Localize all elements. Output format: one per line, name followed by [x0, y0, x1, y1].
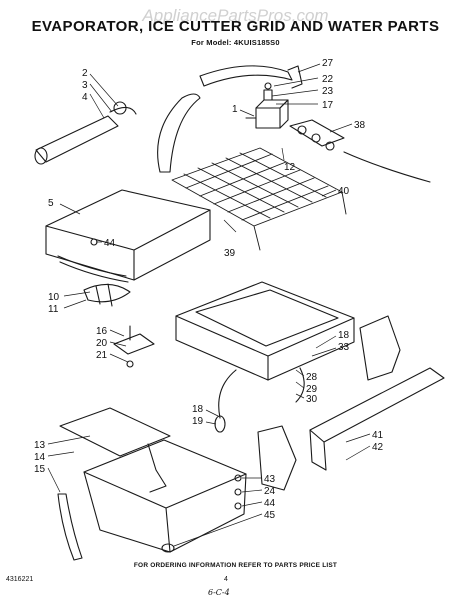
- valve-fitting-assembly: [289, 119, 431, 183]
- callout-19: 19: [192, 416, 204, 427]
- callout-16: 16: [96, 326, 108, 337]
- model-subtitle: For Model: 4KUIS185S0: [191, 38, 280, 47]
- page-number: 4: [224, 576, 228, 583]
- callout-24: 24: [264, 486, 276, 497]
- callout-15: 15: [34, 464, 46, 475]
- callout-10: 10: [48, 292, 60, 303]
- document-number: 4316221: [6, 576, 34, 583]
- callout-13: 13: [34, 440, 46, 451]
- mounting-bracket: [113, 325, 155, 368]
- screw-44b: [234, 502, 242, 510]
- callout-28: 28: [306, 372, 318, 383]
- callout-18b: 18: [192, 404, 204, 415]
- ordering-information-note: FOR ORDERING INFORMATION REFER TO PARTS …: [133, 562, 338, 569]
- cutter-grid: [171, 147, 347, 251]
- callout-39: 39: [224, 248, 236, 259]
- callout-21: 21: [96, 350, 108, 361]
- callout-40: 40: [338, 186, 350, 197]
- callout-23: 23: [322, 86, 334, 97]
- rear-panel: [359, 315, 401, 381]
- callout-27: 27: [322, 58, 334, 69]
- callout-20: 20: [96, 338, 108, 349]
- callout-30: 30: [306, 394, 318, 405]
- callout-43: 43: [264, 474, 276, 485]
- callout-14: 14: [34, 452, 46, 463]
- evaporator-plate: [45, 189, 211, 283]
- callout-4: 4: [82, 92, 88, 103]
- callout-38: 38: [354, 120, 366, 131]
- callout-44a: 44: [104, 238, 116, 249]
- callout-22: 22: [322, 74, 334, 85]
- handwritten-mark: 6-C-4: [208, 588, 230, 597]
- callout-3: 3: [82, 80, 88, 91]
- inlet-tube: [199, 65, 293, 87]
- screw-24: [234, 488, 242, 496]
- ice-mold-tube: [34, 101, 137, 165]
- callout-12: 12: [284, 162, 296, 173]
- callout-41: 41: [372, 430, 384, 441]
- heater-harness: [83, 283, 131, 307]
- leader-lines: [47, 63, 371, 547]
- callout-42: 42: [372, 442, 384, 453]
- callout-2: 2: [82, 68, 88, 79]
- callout-29: 29: [306, 384, 318, 395]
- callout-5: 5: [48, 198, 54, 209]
- callout-17: 17: [322, 100, 334, 111]
- diagram-title: EVAPORATOR, ICE CUTTER GRID AND WATER PA…: [31, 18, 440, 35]
- callout-44b: 44: [264, 498, 276, 509]
- callout-18a: 18: [338, 330, 350, 341]
- front-cover: [309, 367, 445, 471]
- side-gasket: [257, 425, 297, 491]
- callout-33: 33: [338, 342, 350, 353]
- water-valve: [245, 82, 289, 129]
- callout-11: 11: [48, 304, 59, 315]
- grid-harness: [214, 367, 305, 433]
- callout-labels: 2 3 4 27 22 23 17 1 38 12 40 5 44 39 10 …: [34, 58, 384, 521]
- drain-hose: [157, 93, 201, 173]
- callout-45: 45: [264, 510, 276, 521]
- screw-43: [234, 474, 242, 482]
- callout-1: 1: [232, 104, 238, 115]
- drain-tube: [57, 493, 83, 561]
- ice-bin: [59, 407, 247, 553]
- cutter-grid-frame: [175, 281, 355, 381]
